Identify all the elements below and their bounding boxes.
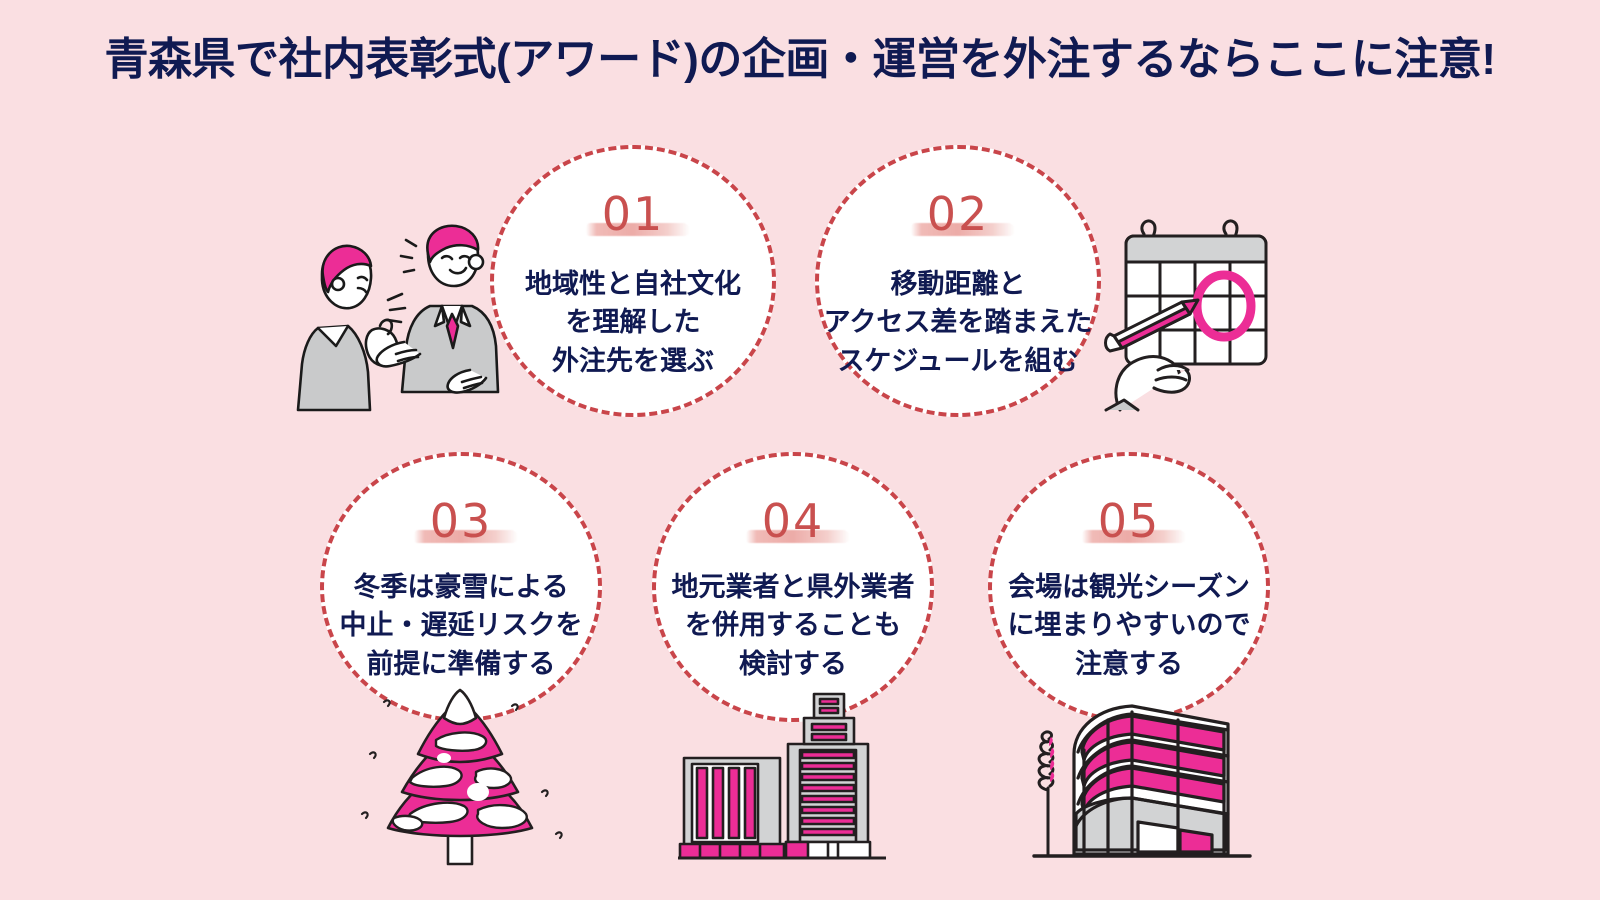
step-number-wrap-05: 05 bbox=[1081, 494, 1187, 548]
snowy-pine-tree-icon bbox=[352, 688, 567, 868]
step-text-04: 地元業者と県外業者 を併用することも 検討する bbox=[672, 568, 915, 683]
step-circle-02[interactable]: 02 移動距離と アクセス差を踏まえた スケジュールを組む bbox=[815, 145, 1101, 417]
two-businesspeople-icon bbox=[292, 222, 512, 417]
step-text-line: を理解した bbox=[565, 307, 701, 338]
step-text-01: 地域性と自社文化 を理解した 外注先を選ぶ bbox=[525, 265, 741, 380]
step-text-03: 冬季は豪雪による 中止・遅延リスクを 前提に準備する bbox=[340, 568, 583, 683]
step-number-04: 04 bbox=[761, 494, 825, 548]
number-highlight-01 bbox=[585, 223, 691, 236]
step-circle-01[interactable]: 01 地域性と自社文化 を理解した 外注先を選ぶ bbox=[490, 145, 776, 417]
step-text-line: 移動距離と bbox=[890, 269, 1026, 299]
step-text-line: 地元業者と県外業者 bbox=[671, 572, 915, 602]
number-highlight-03 bbox=[413, 530, 519, 543]
step-text-line: スケジュールを組む bbox=[837, 345, 1079, 376]
venue-building-icon bbox=[1028, 690, 1253, 868]
step-circle-05[interactable]: 05 会場は観光シーズン に埋まりやすいので 注意する bbox=[988, 452, 1270, 722]
step-text-line: 冬季は豪雪による bbox=[353, 572, 569, 602]
step-number-wrap-02: 02 bbox=[910, 187, 1016, 241]
number-highlight-04 bbox=[745, 530, 851, 543]
step-number-02: 02 bbox=[926, 187, 990, 241]
step-text-line: 前提に準備する bbox=[366, 648, 556, 679]
step-number-05: 05 bbox=[1097, 494, 1161, 548]
step-text-line: 外注先を選ぶ bbox=[552, 345, 714, 376]
step-number-wrap-04: 04 bbox=[745, 494, 851, 548]
step-circle-03[interactable]: 03 冬季は豪雪による 中止・遅延リスクを 前提に準備する bbox=[320, 452, 602, 722]
office-buildings-icon bbox=[678, 692, 886, 868]
calendar-with-pencil-icon bbox=[1098, 214, 1283, 414]
step-text-line: 中止・遅延リスクを bbox=[339, 610, 583, 641]
step-text-line: アクセス差を踏まえた bbox=[823, 307, 1093, 338]
step-text-line: 検討する bbox=[739, 648, 847, 679]
step-number-wrap-03: 03 bbox=[413, 494, 519, 548]
step-number-01: 01 bbox=[601, 187, 665, 241]
number-highlight-02 bbox=[910, 223, 1016, 236]
step-circle-04[interactable]: 04 地元業者と県外業者 を併用することも 検討する bbox=[652, 452, 934, 722]
page-title: 青森県で社内表彰式(アワード)の企画・運営を外注するならここに注意! bbox=[104, 35, 1496, 84]
number-highlight-05 bbox=[1081, 530, 1187, 543]
step-number-03: 03 bbox=[429, 494, 493, 548]
step-text-line: に埋まりやすいので bbox=[1007, 610, 1251, 641]
step-number-wrap-01: 01 bbox=[585, 187, 691, 241]
step-text-02: 移動距離と アクセス差を踏まえた スケジュールを組む bbox=[824, 265, 1093, 380]
step-text-line: を併用することも bbox=[685, 610, 901, 641]
step-text-05: 会場は観光シーズン に埋まりやすいので 注意する bbox=[1008, 568, 1251, 683]
step-text-line: 会場は観光シーズン bbox=[1008, 572, 1250, 602]
step-text-line: 注意する bbox=[1075, 648, 1183, 679]
step-text-line: 地域性と自社文化 bbox=[525, 269, 741, 299]
